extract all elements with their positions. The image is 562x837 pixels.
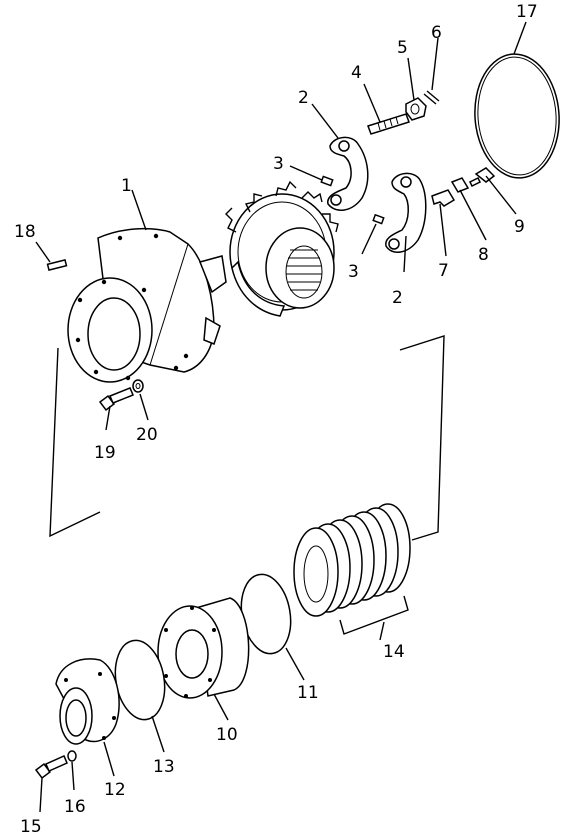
lock-plate-part-7 <box>431 189 456 207</box>
callout-labels: 1 2 2 3 3 4 5 6 7 8 9 10 11 12 13 14 15 … <box>14 2 538 837</box>
shaft-part-4 <box>367 113 410 135</box>
washer-part-16 <box>67 750 77 762</box>
callout-1: 1 <box>121 176 132 196</box>
callout-19: 19 <box>94 443 116 463</box>
pin-part-3-lower <box>372 213 385 225</box>
carrier-half-lower-part-2 <box>385 172 427 253</box>
callout-2-upper: 2 <box>298 88 309 108</box>
carrier-half-upper-part-2 <box>327 136 369 211</box>
callout-17: 17 <box>516 2 538 22</box>
callout-20: 20 <box>136 425 158 445</box>
gear-assembly <box>225 180 339 317</box>
washer-part-20 <box>132 379 144 393</box>
dowel-pin-part-18 <box>46 259 68 271</box>
bolt-part-19 <box>98 387 134 412</box>
o-ring-part-17 <box>474 53 560 179</box>
callout-6: 6 <box>431 23 442 43</box>
housing-part-1 <box>67 227 227 383</box>
callout-5: 5 <box>397 38 408 58</box>
assembly-outline <box>49 335 445 541</box>
callout-14: 14 <box>383 642 405 662</box>
hub-part-10 <box>157 597 250 699</box>
callout-10: 10 <box>216 725 238 745</box>
callout-15: 15 <box>20 817 42 837</box>
callout-2-lower: 2 <box>392 288 403 308</box>
bolt-part-15 <box>34 755 68 780</box>
callout-9: 9 <box>514 217 525 237</box>
callout-18: 18 <box>14 222 36 242</box>
pin-part-3-upper <box>320 175 334 187</box>
callout-12: 12 <box>104 780 126 800</box>
cover-part-12 <box>55 658 120 745</box>
callout-4: 4 <box>351 63 362 83</box>
callout-16: 16 <box>64 797 86 817</box>
callout-3-lower: 3 <box>348 262 359 282</box>
callout-11: 11 <box>297 683 319 703</box>
disc-pack-part-14 <box>293 503 411 635</box>
leader-lines <box>35 21 527 813</box>
nut-part-5 <box>405 97 427 121</box>
bolt-part-9 <box>468 167 496 188</box>
callout-3-upper: 3 <box>273 154 284 174</box>
cotter-pin-part-6 <box>423 90 440 105</box>
callout-13: 13 <box>153 757 175 777</box>
callout-8: 8 <box>478 245 489 265</box>
washer-part-8 <box>450 177 470 193</box>
callout-7: 7 <box>438 261 449 281</box>
